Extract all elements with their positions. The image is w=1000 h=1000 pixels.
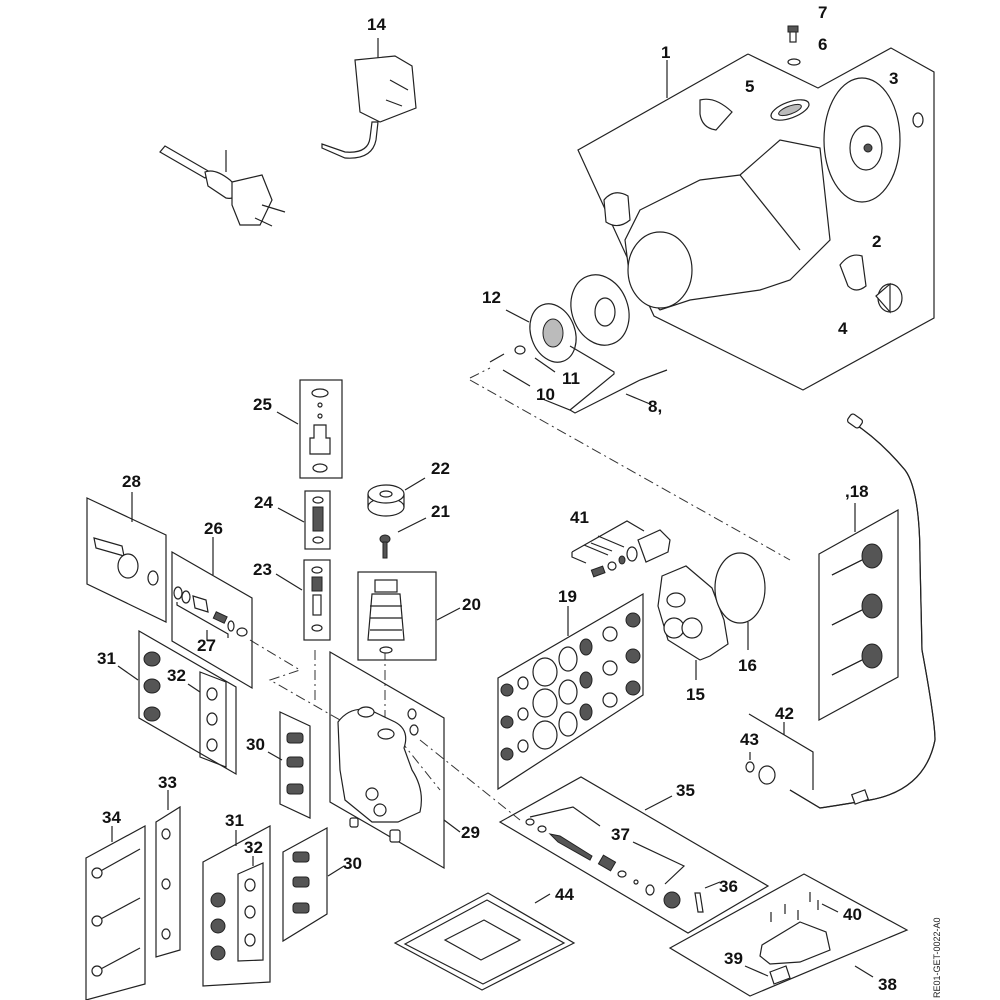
swash-plate-set[interactable] bbox=[489, 267, 668, 414]
motor-mount-left[interactable] bbox=[603, 192, 631, 227]
cylinder-head[interactable] bbox=[657, 565, 729, 680]
valve-set-kit-23[interactable] bbox=[275, 559, 331, 641]
callout-34: 34 bbox=[102, 808, 121, 827]
callout-31-lower: 31 bbox=[225, 811, 244, 830]
screws-40[interactable] bbox=[770, 892, 839, 922]
fan-wheel[interactable] bbox=[823, 77, 901, 203]
grommet[interactable] bbox=[768, 96, 811, 125]
callout-15: 15 bbox=[686, 685, 705, 704]
cap-22[interactable] bbox=[367, 477, 426, 517]
seal-kit-19[interactable] bbox=[497, 592, 644, 791]
power-cord-eu-plug[interactable] bbox=[159, 145, 286, 227]
valve-kit-30-upper[interactable] bbox=[267, 711, 311, 819]
plug-kit-31-upper[interactable] bbox=[117, 629, 237, 776]
motor-frame bbox=[577, 47, 935, 391]
callout-23: 23 bbox=[253, 560, 272, 579]
callout-40: 40 bbox=[843, 905, 862, 924]
washer-6[interactable] bbox=[787, 58, 801, 66]
callout-44: 44 bbox=[555, 885, 574, 904]
connecting-hose-42[interactable] bbox=[748, 413, 936, 809]
screw-kit-34[interactable] bbox=[85, 824, 146, 1000]
callout-33: 33 bbox=[158, 773, 177, 792]
callout-11: 11 bbox=[562, 369, 580, 388]
callout-22: 22 bbox=[431, 459, 450, 478]
callout-32-lower: 32 bbox=[244, 838, 263, 857]
pump-housing-frame-29 bbox=[329, 650, 461, 870]
piston-kit-18[interactable] bbox=[818, 503, 899, 722]
check-valve-kit-41[interactable] bbox=[571, 520, 671, 578]
callout-1: 1 bbox=[661, 43, 670, 62]
callout-39: 39 bbox=[724, 949, 743, 968]
switch-assembly[interactable] bbox=[744, 921, 831, 985]
o-ring-kit-32-lower[interactable] bbox=[237, 856, 264, 962]
power-cord-uk-plug[interactable] bbox=[321, 38, 417, 159]
plug-kit-31-lower[interactable] bbox=[202, 824, 271, 987]
retaining-clip-36[interactable] bbox=[694, 881, 721, 913]
callout-7: 7 bbox=[818, 3, 827, 22]
callout-16: 16 bbox=[738, 656, 757, 675]
callout-30-upper: 30 bbox=[246, 735, 265, 754]
callout-3: 3 bbox=[889, 69, 898, 88]
callout-24: 24 bbox=[254, 493, 273, 512]
callout-36: 36 bbox=[719, 877, 738, 896]
callout-41: 41 bbox=[570, 508, 589, 527]
callout-21: 21 bbox=[431, 502, 450, 521]
screw-21[interactable] bbox=[379, 517, 427, 559]
washer-kit-33[interactable] bbox=[155, 790, 181, 958]
o-ring-kit-32-upper[interactable] bbox=[187, 671, 227, 768]
callout-28: 28 bbox=[122, 472, 141, 491]
callout-31-upper: 31 bbox=[97, 649, 116, 668]
callout-29: 29 bbox=[461, 823, 480, 842]
unloader-valve-frame-35 bbox=[498, 776, 770, 934]
callout-labels: 1 2 3 4 5 6 7 8, 10 11 12 14 15 16 ,18 1… bbox=[97, 3, 898, 994]
retaining-ring-3[interactable] bbox=[912, 112, 924, 128]
callout-30-lower: 30 bbox=[343, 854, 362, 873]
callout-38: 38 bbox=[878, 975, 897, 994]
o-ring-16[interactable] bbox=[714, 552, 766, 650]
callout-2: 2 bbox=[872, 232, 881, 251]
valve-insert-kit-24[interactable] bbox=[277, 490, 331, 550]
callout-27: 27 bbox=[197, 636, 216, 655]
bypass-valve-kit-26[interactable] bbox=[171, 537, 253, 690]
switch-assembly-frame-38 bbox=[668, 873, 909, 997]
filter-pads[interactable] bbox=[393, 892, 576, 991]
damper-4[interactable] bbox=[839, 254, 903, 314]
outlet-fitting-kit-25[interactable] bbox=[276, 379, 343, 479]
callout-32-upper: 32 bbox=[167, 666, 186, 685]
callout-10: 10 bbox=[536, 385, 555, 404]
callout-25: 25 bbox=[253, 395, 272, 414]
callout-6: 6 bbox=[818, 35, 827, 54]
callout-19: 19 bbox=[558, 587, 577, 606]
callout-8: 8, bbox=[648, 397, 662, 416]
unloader-valve-parts[interactable] bbox=[525, 806, 686, 909]
callout-37: 37 bbox=[611, 825, 630, 844]
callout-20: 20 bbox=[462, 595, 481, 614]
screw-7[interactable] bbox=[787, 25, 799, 43]
callout-42: 42 bbox=[775, 704, 794, 723]
inlet-fitting-kit-20[interactable] bbox=[357, 571, 461, 661]
callout-4: 4 bbox=[838, 319, 848, 338]
motor-housing[interactable] bbox=[624, 98, 831, 311]
pressure-switch-kit-28[interactable] bbox=[86, 492, 167, 623]
valve-kit-30-lower[interactable] bbox=[282, 826, 345, 943]
callout-5: 5 bbox=[745, 77, 754, 96]
assembly-guide-lines bbox=[249, 367, 791, 821]
callout-18: ,18 bbox=[845, 482, 869, 501]
o-ring-43[interactable] bbox=[745, 752, 755, 773]
callout-12: 12 bbox=[482, 288, 501, 307]
callout-26: 26 bbox=[204, 519, 223, 538]
callout-35: 35 bbox=[676, 781, 695, 800]
callout-43: 43 bbox=[740, 730, 759, 749]
reference-code: RE01-GET-0022-A0 bbox=[932, 917, 942, 998]
pump-housing[interactable] bbox=[337, 706, 422, 843]
callout-14: 14 bbox=[367, 15, 386, 34]
